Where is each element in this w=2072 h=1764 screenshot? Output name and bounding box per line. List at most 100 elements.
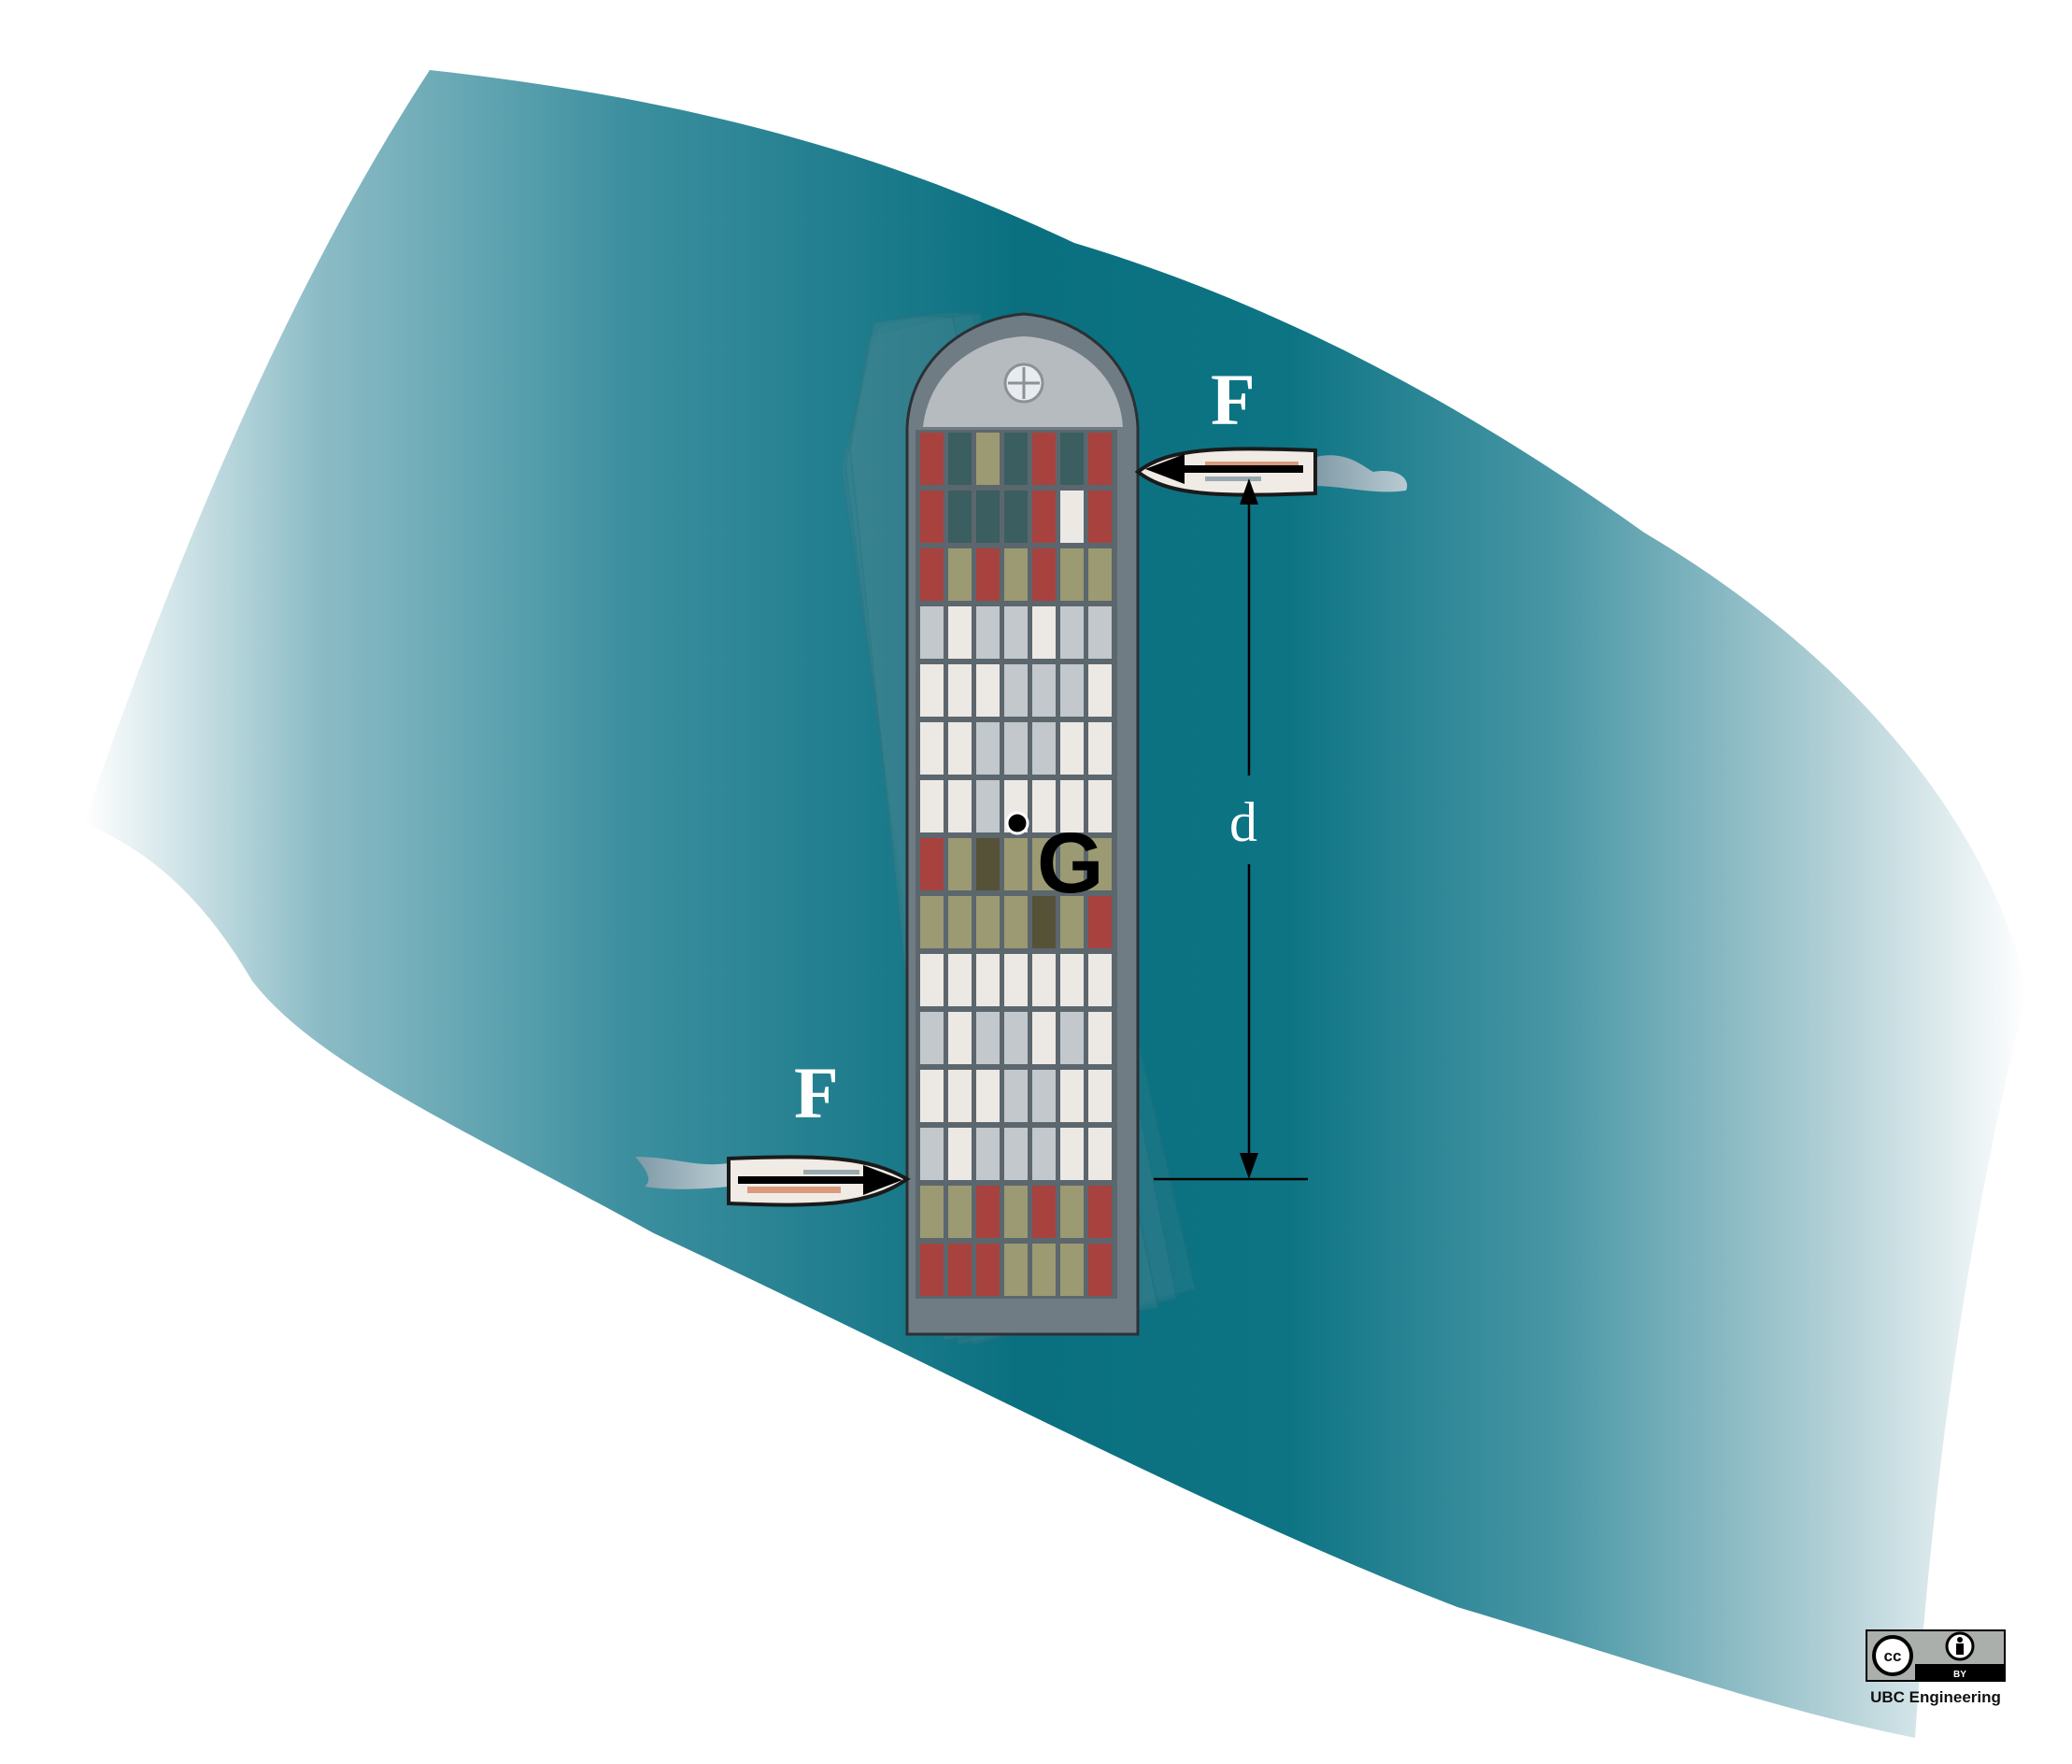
center-of-gravity-dot xyxy=(1005,811,1029,835)
container xyxy=(948,722,972,775)
container xyxy=(1032,606,1056,659)
container xyxy=(1088,954,1112,1006)
container xyxy=(1032,780,1056,832)
container xyxy=(1004,1128,1028,1180)
distance-label: d xyxy=(1229,791,1257,853)
container xyxy=(976,1070,1000,1122)
container xyxy=(948,1244,972,1296)
container xyxy=(1088,896,1112,948)
container xyxy=(1060,606,1084,659)
container xyxy=(1088,433,1112,485)
container xyxy=(1060,1244,1084,1296)
container xyxy=(1032,896,1056,948)
container xyxy=(948,1128,972,1180)
container xyxy=(1032,1012,1056,1064)
center-of-gravity-label: G xyxy=(1037,816,1104,911)
container xyxy=(1060,722,1084,775)
container xyxy=(1032,838,1056,890)
container xyxy=(1032,1186,1056,1238)
container xyxy=(1004,548,1028,601)
container xyxy=(920,548,944,601)
container xyxy=(948,1186,972,1238)
container xyxy=(1088,491,1112,543)
force-label-top: F xyxy=(1211,359,1256,440)
container xyxy=(1060,838,1084,890)
container xyxy=(1032,722,1056,775)
container xyxy=(1060,1186,1084,1238)
container xyxy=(1004,896,1028,948)
container xyxy=(1004,1244,1028,1296)
container xyxy=(1088,1070,1112,1122)
container xyxy=(920,780,944,832)
container xyxy=(948,896,972,948)
container xyxy=(1088,838,1112,890)
container xyxy=(1032,1128,1056,1180)
container xyxy=(1004,433,1028,485)
container xyxy=(948,606,972,659)
container xyxy=(920,1244,944,1296)
container xyxy=(948,954,972,1006)
container xyxy=(1060,954,1084,1006)
container xyxy=(1004,1012,1028,1064)
container xyxy=(1032,954,1056,1006)
container xyxy=(920,491,944,543)
container xyxy=(1088,606,1112,659)
container xyxy=(1032,548,1056,601)
container xyxy=(920,664,944,717)
container xyxy=(1032,1070,1056,1122)
container xyxy=(1088,722,1112,775)
dimension-d xyxy=(1154,478,1308,1181)
container xyxy=(920,1186,944,1238)
container xyxy=(948,548,972,601)
container xyxy=(1032,664,1056,717)
container xyxy=(976,722,1000,775)
container xyxy=(1032,1244,1056,1296)
container xyxy=(1004,838,1028,890)
container xyxy=(1060,433,1084,485)
container xyxy=(976,838,1000,890)
container xyxy=(976,1186,1000,1238)
container xyxy=(1004,491,1028,543)
container xyxy=(976,606,1000,659)
container xyxy=(976,954,1000,1006)
container xyxy=(1088,1012,1112,1064)
container xyxy=(920,1012,944,1064)
container xyxy=(976,1012,1000,1064)
container xyxy=(1060,1012,1084,1064)
svg-text:cc: cc xyxy=(1884,1647,1902,1665)
container xyxy=(1088,1186,1112,1238)
container xyxy=(1004,954,1028,1006)
container xyxy=(1032,491,1056,543)
container xyxy=(920,954,944,1006)
container xyxy=(1060,1070,1084,1122)
container xyxy=(948,838,972,890)
container xyxy=(920,896,944,948)
container xyxy=(1088,664,1112,717)
container xyxy=(920,606,944,659)
container-grid xyxy=(915,430,1117,1299)
top-thruster-force xyxy=(1134,447,1408,497)
container xyxy=(1060,664,1084,717)
container xyxy=(1004,1070,1028,1122)
container xyxy=(1088,780,1112,832)
container xyxy=(948,491,972,543)
container xyxy=(976,491,1000,543)
container xyxy=(1004,606,1028,659)
force-label-bottom: F xyxy=(794,1052,839,1133)
container xyxy=(920,433,944,485)
container xyxy=(948,780,972,832)
container xyxy=(976,548,1000,601)
bottom-thruster-force xyxy=(635,1155,911,1207)
svg-text:BY: BY xyxy=(1953,1670,1966,1680)
container xyxy=(976,664,1000,717)
container xyxy=(920,1070,944,1122)
container xyxy=(1060,780,1084,832)
container xyxy=(976,433,1000,485)
container xyxy=(1004,664,1028,717)
cc-by-license-badge: cc BY xyxy=(1866,1629,2006,1682)
container xyxy=(1088,548,1112,601)
container xyxy=(1088,1244,1112,1296)
container xyxy=(948,1070,972,1122)
attribution-person-icon xyxy=(1945,1631,1975,1661)
container xyxy=(1088,1128,1112,1180)
